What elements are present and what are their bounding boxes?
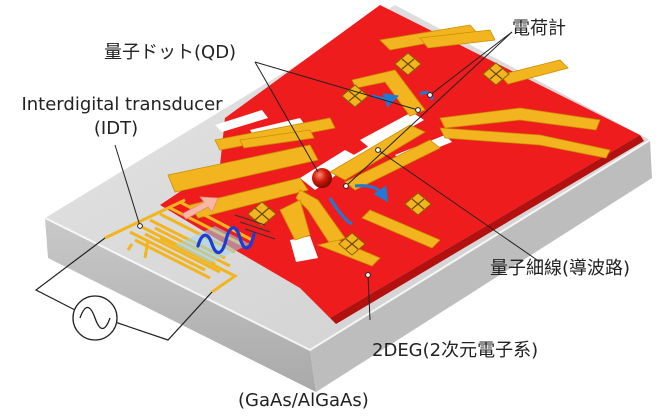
ohmic-contacts xyxy=(247,52,510,256)
direction-arrow-icon xyxy=(181,196,219,220)
quantum-wire-label: 量子細線(導波路) xyxy=(490,258,631,279)
ohmic-contact-icon xyxy=(394,52,422,76)
ohmic-contact-icon xyxy=(338,232,366,256)
transfer-arrow xyxy=(371,93,400,108)
wave-trail-lines xyxy=(234,214,276,240)
idt-label-line1: Interdigital transducer xyxy=(21,94,223,115)
quantum-dot-sphere xyxy=(312,168,332,188)
quantum-dot-label: 量子ドット(QD) xyxy=(104,42,237,63)
ohmic-contact-icon xyxy=(341,84,369,108)
saw-wave-icon xyxy=(196,226,256,255)
ohmic-contact-icon xyxy=(247,201,277,227)
ac-source-circuit xyxy=(34,237,213,341)
ac-source-icon xyxy=(72,295,118,341)
ohmic-contact-icon xyxy=(482,62,510,86)
leader-lines xyxy=(114,31,541,321)
idt-label-line2: (IDT) xyxy=(93,118,139,139)
transfer-arrow xyxy=(354,184,389,203)
substrate-label: (GaAs/AlGaAs) xyxy=(238,390,369,411)
transfer-arrow xyxy=(328,197,353,226)
twodeg-label: 2DEG(2次元電子系) xyxy=(372,340,539,361)
charge-meter-label: 電荷計 xyxy=(512,18,566,39)
ohmic-contact-icon xyxy=(404,192,432,216)
leader-dots xyxy=(137,92,433,278)
